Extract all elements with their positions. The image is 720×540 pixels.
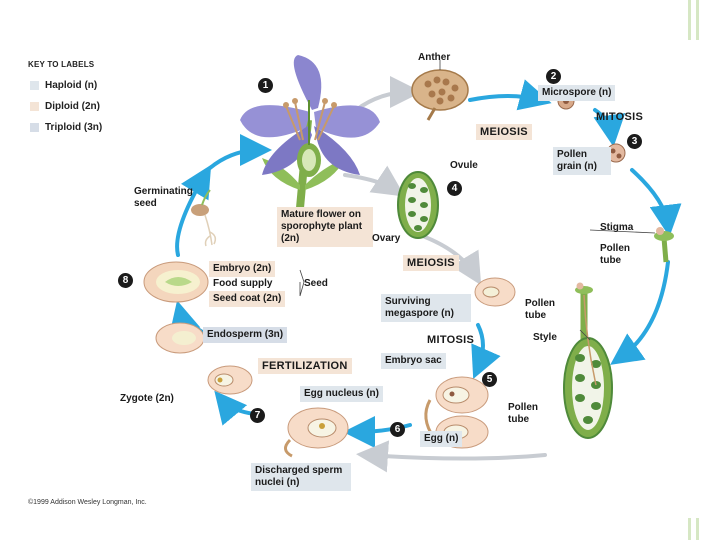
key-title: KEY TO LABELS <box>28 60 95 69</box>
label-seed: Seed <box>304 278 328 289</box>
label-fertilization: FERTILIZATION <box>258 358 352 374</box>
arrow-pollen-to-stigma <box>630 168 682 237</box>
key-label-haploid: Haploid (n) <box>45 80 98 91</box>
key-label-diploid: Diploid (2n) <box>45 101 100 112</box>
flow-arrows <box>343 76 547 473</box>
arrow-egg-to-sperm <box>343 415 412 448</box>
step-3-badge: 3 <box>627 134 642 149</box>
arrow-microspore-to-pollen <box>593 108 626 147</box>
label-anther: Anther <box>418 52 451 63</box>
arrow-germinate-to-flower <box>208 134 272 170</box>
label-mitosis-mid: MITOSIS <box>427 334 475 346</box>
label-microspore: Microspore (n) <box>538 85 616 101</box>
copyright-notice: ©1999 Addison Wesley Longman, Inc. <box>28 499 147 506</box>
label-egg: Egg (n) <box>420 431 463 447</box>
label-embryo-sac: Embryo sac <box>381 353 446 369</box>
step-6-badge: 6 <box>390 422 405 437</box>
stigma-illustration <box>654 227 674 263</box>
label-mature-flower: Mature flower on sporophyte plant (2n) <box>277 207 373 247</box>
label-pollen-tube-right: Pollen tube <box>600 243 631 266</box>
label-pollen-grain: Pollen grain (n) <box>553 147 611 175</box>
label-zygote: Zygote (2n) <box>120 393 174 404</box>
arrow-megaspore-to-sac <box>471 323 501 380</box>
key-item-triploid: Triploid (3n) <box>30 122 102 133</box>
frame-accent-top <box>688 0 691 40</box>
label-stigma: Stigma <box>600 222 634 233</box>
label-style: Style <box>533 332 557 343</box>
label-food-supply: Food supply <box>213 278 273 289</box>
arrow-anther-to-microspore <box>468 79 552 111</box>
pistil-illustration <box>563 282 613 439</box>
label-surviving-megaspore: Surviving megaspore (n) <box>381 294 471 322</box>
frame-accent-bottom-2 <box>696 518 699 540</box>
label-pollen-tube-bottom: Pollen tube <box>508 402 539 425</box>
key-swatch-haploid <box>30 81 39 90</box>
label-ovary: Ovary <box>372 233 401 244</box>
label-meiosis-mid: MEIOSIS <box>403 255 459 271</box>
label-embryo: Embryo (2n) <box>209 261 276 277</box>
arrow-stigma-down <box>610 260 670 365</box>
germinating-seed-illustration <box>191 189 217 247</box>
cycle-arrows <box>169 79 682 448</box>
step-2-badge: 2 <box>546 69 561 84</box>
key-item-diploid: Diploid (2n) <box>30 101 100 112</box>
label-endosperm: Endosperm (3n) <box>203 327 288 343</box>
key-item-haploid: Haploid (n) <box>30 80 97 91</box>
label-germinating-seed: Germinating seed <box>134 186 193 209</box>
key-swatch-triploid <box>30 123 39 132</box>
frame-accent-bottom <box>688 518 691 540</box>
key-label-triploid: Triploid (3n) <box>45 122 103 133</box>
mature-flower-illustration <box>240 55 380 209</box>
key-swatch-diploid <box>30 102 39 111</box>
arrow-seed-to-germinate <box>175 164 212 257</box>
label-ovule: Ovule <box>450 160 478 171</box>
step-8-badge: 8 <box>118 273 133 288</box>
step-1-badge: 1 <box>258 78 273 93</box>
label-mitosis-top: MITOSIS <box>596 111 644 123</box>
step-5-badge: 5 <box>482 372 497 387</box>
label-meiosis-top: MEIOSIS <box>476 124 532 140</box>
step-7-badge: 7 <box>250 408 265 423</box>
label-egg-nucleus: Egg nucleus (n) <box>300 386 383 402</box>
ovary-illustration <box>397 171 439 239</box>
step-4-badge: 4 <box>447 181 462 196</box>
anther-illustration <box>411 69 469 121</box>
label-discharged-sperm: Discharged sperm nuclei (n) <box>251 463 351 491</box>
seed-illustration <box>143 261 209 303</box>
label-seed-coat: Seed coat (2n) <box>209 291 286 307</box>
frame-accent-top-2 <box>696 0 699 40</box>
label-pollen-tube-mid: Pollen tube <box>525 298 556 321</box>
